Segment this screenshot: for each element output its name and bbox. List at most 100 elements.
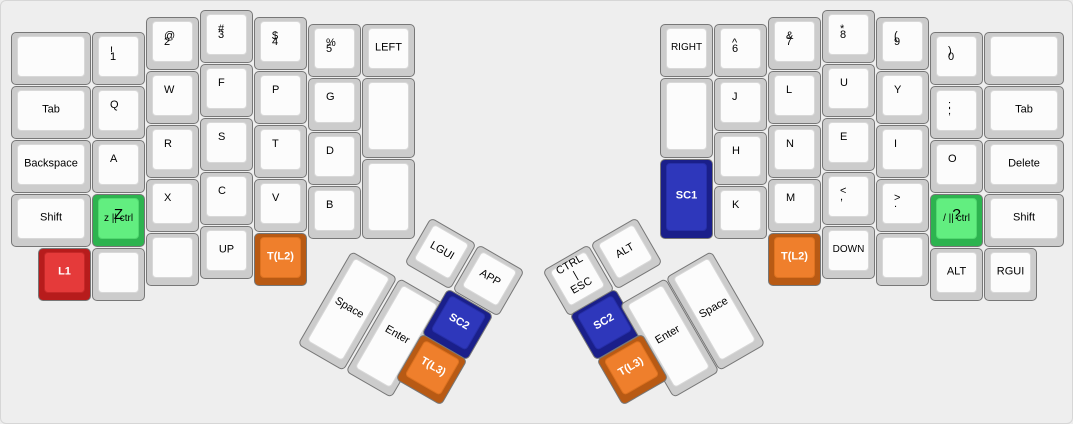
key-label: N <box>786 138 794 150</box>
key-label: ALT <box>613 240 637 261</box>
key-blank-l-bottom2[interactable] <box>146 233 199 286</box>
key-label: Tab <box>42 102 60 115</box>
key-x[interactable]: X <box>146 179 199 232</box>
key-j[interactable]: J <box>714 78 767 131</box>
key-label: K <box>732 199 740 211</box>
key-label: % <box>326 37 336 49</box>
key-label: T <box>272 138 279 150</box>
key-paren-0[interactable]: )0 <box>930 32 983 85</box>
key-d[interactable]: D <box>308 132 361 185</box>
key-n[interactable]: N <box>768 125 821 178</box>
key-u[interactable]: U <box>822 64 875 117</box>
key-v[interactable]: V <box>254 179 307 232</box>
key-tab-right[interactable]: Tab <box>984 86 1064 139</box>
key-shift-right[interactable]: Shift <box>984 194 1064 247</box>
key-caret-6[interactable]: ^6 <box>714 24 767 77</box>
key-o[interactable]: O <box>930 140 983 193</box>
key-label: APP <box>477 266 503 289</box>
key-label: RIGHT <box>670 41 703 53</box>
key-h[interactable]: H <box>714 132 767 185</box>
key-exclam-1[interactable]: !1 <box>92 32 145 85</box>
key-hash-3[interactable]: #3 <box>200 10 253 63</box>
key-delete[interactable]: Delete <box>984 140 1064 193</box>
key-label: Space <box>332 294 366 321</box>
key-dollar-4[interactable]: $4 <box>254 17 307 70</box>
key-rgui[interactable]: RGUI <box>984 248 1037 301</box>
key-label: 7 <box>786 36 793 48</box>
key-label: $ <box>272 30 279 42</box>
key-f[interactable]: F <box>200 64 253 117</box>
key-t[interactable]: T <box>254 125 307 178</box>
key-colon[interactable]: :; <box>930 86 983 139</box>
key-label: A <box>110 153 118 165</box>
key-tab-left[interactable]: Tab <box>11 86 91 139</box>
key-blank-l-bottom1[interactable] <box>92 248 145 301</box>
key-label: 0 <box>948 51 955 63</box>
key-w[interactable]: W <box>146 71 199 124</box>
key-shift-left[interactable]: Shift <box>11 194 91 247</box>
key-tl2-right[interactable]: T(L2) <box>768 233 821 286</box>
key-at-2[interactable]: @2 <box>146 17 199 70</box>
key-m[interactable]: M <box>768 179 821 232</box>
key-label: 4 <box>272 36 279 48</box>
key-question-ctrl[interactable]: ?/ || ctrl <box>930 194 983 247</box>
key-label: RGUI <box>996 264 1025 277</box>
key-label: / || ctrl <box>943 213 970 224</box>
key-blank-r-bottom[interactable] <box>876 233 929 286</box>
key-paren-9[interactable]: (9 <box>876 17 929 70</box>
key-label: Q <box>110 99 119 111</box>
key-star-8[interactable]: *8 <box>822 10 875 63</box>
key-y[interactable]: Y <box>876 71 929 124</box>
key-up[interactable]: UP <box>200 226 253 279</box>
key-label: 9 <box>894 36 901 48</box>
key-label: @ <box>164 30 176 42</box>
key-label: > <box>894 192 901 204</box>
key-percent-5[interactable]: %5 <box>308 24 361 77</box>
key-label: . <box>894 198 898 210</box>
key-label: ! <box>110 45 114 57</box>
key-lt-comma[interactable]: <, <box>822 172 875 225</box>
key-q[interactable]: Q <box>92 86 145 139</box>
key-i[interactable]: I <box>876 125 929 178</box>
key-b[interactable]: B <box>308 186 361 239</box>
key-left[interactable]: LEFT <box>362 24 415 77</box>
key-blank-l-tall2[interactable] <box>362 159 415 239</box>
key-alt-right[interactable]: ALT <box>930 248 983 301</box>
key-c[interactable]: C <box>200 172 253 225</box>
key-l1[interactable]: L1 <box>38 248 91 301</box>
key-label: 8 <box>840 29 847 41</box>
key-sc1[interactable]: SC1 <box>660 159 713 239</box>
key-label: Enter <box>382 323 412 347</box>
key-label: V <box>272 192 280 204</box>
key-r[interactable]: R <box>146 125 199 178</box>
key-p[interactable]: P <box>254 71 307 124</box>
key-label: M <box>786 192 796 204</box>
key-a[interactable]: A <box>92 140 145 193</box>
key-label: ^ <box>732 37 738 49</box>
key-tl2-left[interactable]: T(L2) <box>254 233 307 286</box>
key-label: H <box>732 145 740 157</box>
key-label: Enter <box>653 323 683 347</box>
key-blank-l-tall[interactable] <box>362 78 415 158</box>
key-right[interactable]: RIGHT <box>660 24 713 77</box>
key-label: 3 <box>218 29 225 41</box>
key-label: L1 <box>58 264 71 277</box>
key-label: ALT <box>946 264 967 277</box>
key-blank-r-tall[interactable] <box>660 78 713 158</box>
key-blank-r0[interactable] <box>984 32 1064 85</box>
key-backspace[interactable]: Backspace <box>11 140 91 193</box>
key-blank-l0[interactable] <box>11 32 91 85</box>
key-l[interactable]: L <box>768 71 821 124</box>
key-label: LGUI <box>428 238 457 263</box>
key-down[interactable]: DOWN <box>822 226 875 279</box>
key-e[interactable]: E <box>822 118 875 171</box>
key-label: * <box>840 23 845 35</box>
key-amp-7[interactable]: &7 <box>768 17 821 70</box>
key-label: LEFT <box>375 40 402 53</box>
key-s[interactable]: S <box>200 118 253 171</box>
key-gt-period[interactable]: >. <box>876 179 929 232</box>
key-label: Shift <box>39 210 62 223</box>
key-g[interactable]: G <box>308 78 361 131</box>
key-k[interactable]: K <box>714 186 767 239</box>
